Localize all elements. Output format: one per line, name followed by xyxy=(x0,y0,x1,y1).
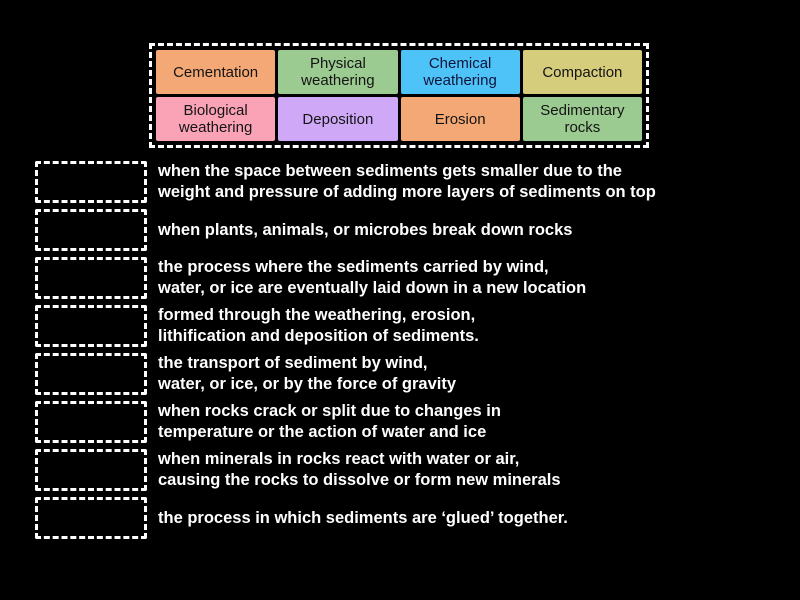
definition-text: when plants, animals, or microbes break … xyxy=(158,220,573,239)
word-tile[interactable]: Cementation xyxy=(156,50,276,94)
word-tile[interactable]: Physical weathering xyxy=(278,50,398,94)
word-tile[interactable]: Erosion xyxy=(400,97,520,141)
definition-row: the transport of sediment by wind, water… xyxy=(0,350,800,398)
definition-text: the transport of sediment by wind, water… xyxy=(158,354,457,393)
drop-zone[interactable] xyxy=(35,449,147,491)
word-tile[interactable]: Compaction xyxy=(522,50,642,94)
drop-zone[interactable] xyxy=(35,305,147,347)
drop-zone[interactable] xyxy=(35,353,147,395)
definition-text: formed through the weathering, erosion, … xyxy=(158,306,479,345)
definition-row: when plants, animals, or microbes break … xyxy=(0,206,800,254)
word-tile[interactable]: Sedimentary rocks xyxy=(522,97,642,141)
definition-row: when the space between sediments gets sm… xyxy=(0,158,800,206)
drop-zone[interactable] xyxy=(35,209,147,251)
definition-row: the process in which sediments are ‘glue… xyxy=(0,494,800,542)
definition-text: when minerals in rocks react with water … xyxy=(158,450,561,489)
definition-text: the process where the sediments carried … xyxy=(158,258,587,297)
definition-text: when rocks crack or split due to changes… xyxy=(158,402,501,441)
word-tile[interactable]: Deposition xyxy=(278,97,398,141)
definition-text: when the space between sediments gets sm… xyxy=(158,162,656,201)
definition-row: when minerals in rocks react with water … xyxy=(0,446,800,494)
word-tile[interactable]: Chemical weathering xyxy=(400,50,520,94)
drop-zone[interactable] xyxy=(35,401,147,443)
drop-zone[interactable] xyxy=(35,161,147,203)
definition-row: formed through the weathering, erosion, … xyxy=(0,302,800,350)
definition-list: when the space between sediments gets sm… xyxy=(0,158,800,542)
definition-text: the process in which sediments are ‘glue… xyxy=(158,508,568,527)
definition-row: the process where the sediments carried … xyxy=(0,254,800,302)
definition-row: when rocks crack or split due to changes… xyxy=(0,398,800,446)
word-tile[interactable]: Biological weathering xyxy=(156,97,276,141)
drop-zone[interactable] xyxy=(35,497,147,539)
drop-zone[interactable] xyxy=(35,257,147,299)
